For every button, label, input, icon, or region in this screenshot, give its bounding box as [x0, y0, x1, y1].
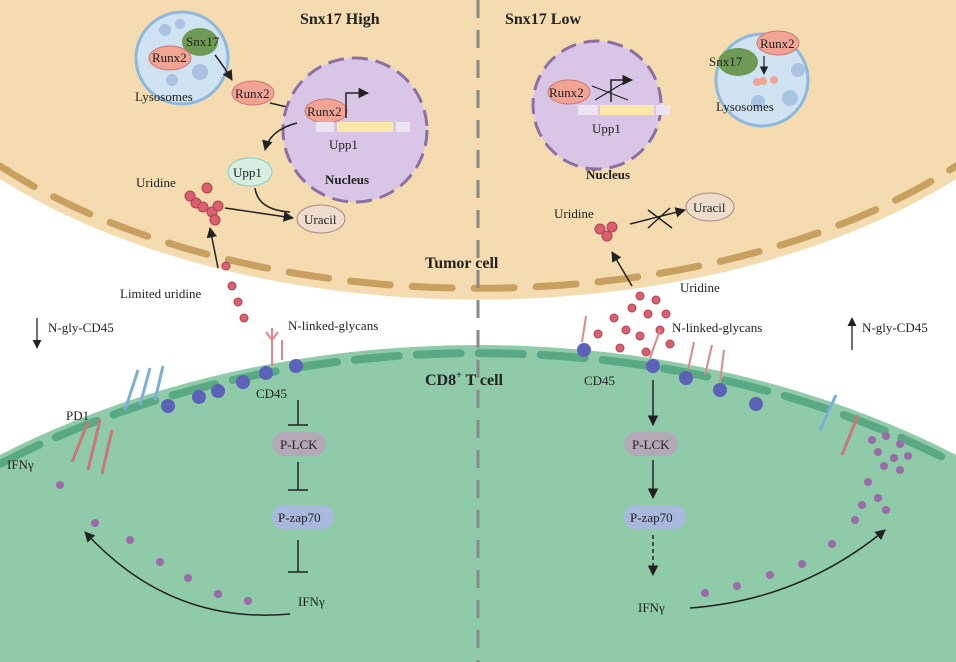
plck-label-left: P-LCK [280, 437, 318, 452]
glycans-label-left: N-linked-glycans [288, 318, 378, 333]
pd1-icon-right [840, 414, 860, 456]
cd45-left [161, 359, 303, 413]
runx2-free-label: Runx2 [235, 86, 270, 101]
t-cell [0, 345, 956, 662]
promoter-arrow-icon [345, 87, 370, 118]
upp1-gene-label-right: Upp1 [592, 121, 621, 136]
cross-icon [591, 81, 629, 101]
pzap70-left [272, 505, 334, 529]
plck-left [272, 432, 326, 456]
lysosomes-label-right: Lysosomes [716, 99, 774, 114]
ifng-label-in-left: IFNγ [298, 594, 325, 609]
pzap70-label-left: P-zap70 [278, 510, 321, 525]
runx2-lys-label: Runx2 [760, 36, 795, 51]
ifng-label-out: IFNγ [7, 457, 34, 472]
lysosome-left [134, 10, 230, 106]
glycans-label-right: N-linked-glycans [672, 320, 762, 335]
title-snx17-high: Snx17 High [300, 11, 380, 28]
pzap70-label-right: P-zap70 [630, 510, 673, 525]
tumor-cell-label: Tumor cell [425, 255, 499, 272]
pd1-icon [70, 419, 114, 475]
cd45-label-right: CD45 [584, 373, 615, 388]
pd1-label: PD1 [66, 408, 89, 423]
nucleus-label: Nucleus [325, 172, 369, 187]
uridine-out-label: Uridine [680, 280, 720, 295]
uridine-label: Uridine [136, 175, 176, 190]
lysosomes-label: Lysosomes [135, 89, 193, 104]
tcell-label: CD8+ T cell [425, 370, 504, 389]
snx17-label: Snx17 [186, 34, 220, 49]
ifng-dot [56, 481, 64, 489]
runx2-nucleus-label: Runx2 [307, 104, 342, 119]
n-gly-cd45-left: N-gly-CD45 [48, 320, 114, 335]
n-gly-cd45-right: N-gly-CD45 [862, 320, 928, 335]
uracil-label-right: Uracil [693, 200, 726, 215]
upp1-protein-label: Upp1 [233, 165, 262, 180]
runx2-label: Runx2 [152, 50, 187, 65]
lysosome-right [714, 30, 810, 128]
uridine-label-right: Uridine [554, 206, 594, 221]
snx17-label-right: Snx17 [709, 54, 743, 69]
receptor-icons-left [123, 365, 165, 411]
runx2-nucleus-label-right: Runx2 [549, 85, 584, 100]
pzap70-right [624, 505, 686, 529]
plck-label-right: P-LCK [632, 437, 670, 452]
cd45-right [577, 343, 763, 411]
glycan-icon [265, 328, 283, 366]
block-x-icon [647, 207, 673, 229]
limited-uridine-label: Limited uridine [120, 286, 201, 301]
title-snx17-low: Snx17 Low [505, 11, 581, 28]
uridine-dots-right [593, 291, 675, 357]
ifng-dots-right [701, 432, 912, 597]
receptor-icon-right [818, 394, 838, 431]
inhibition-icon [288, 400, 308, 573]
nucleus-label-right: Nucleus [586, 167, 630, 182]
uracil-label: Uracil [304, 212, 337, 227]
glycan-icons-right [581, 315, 725, 383]
ifng-label-right: IFNγ [638, 600, 665, 615]
plck-right [624, 432, 678, 456]
uridine-cluster-right [594, 221, 618, 242]
ifng-dots-left [91, 519, 252, 605]
upp1-gene-label: Upp1 [329, 137, 358, 152]
cd45-label-left: CD45 [256, 386, 287, 401]
uridine-cluster-left [184, 182, 249, 323]
